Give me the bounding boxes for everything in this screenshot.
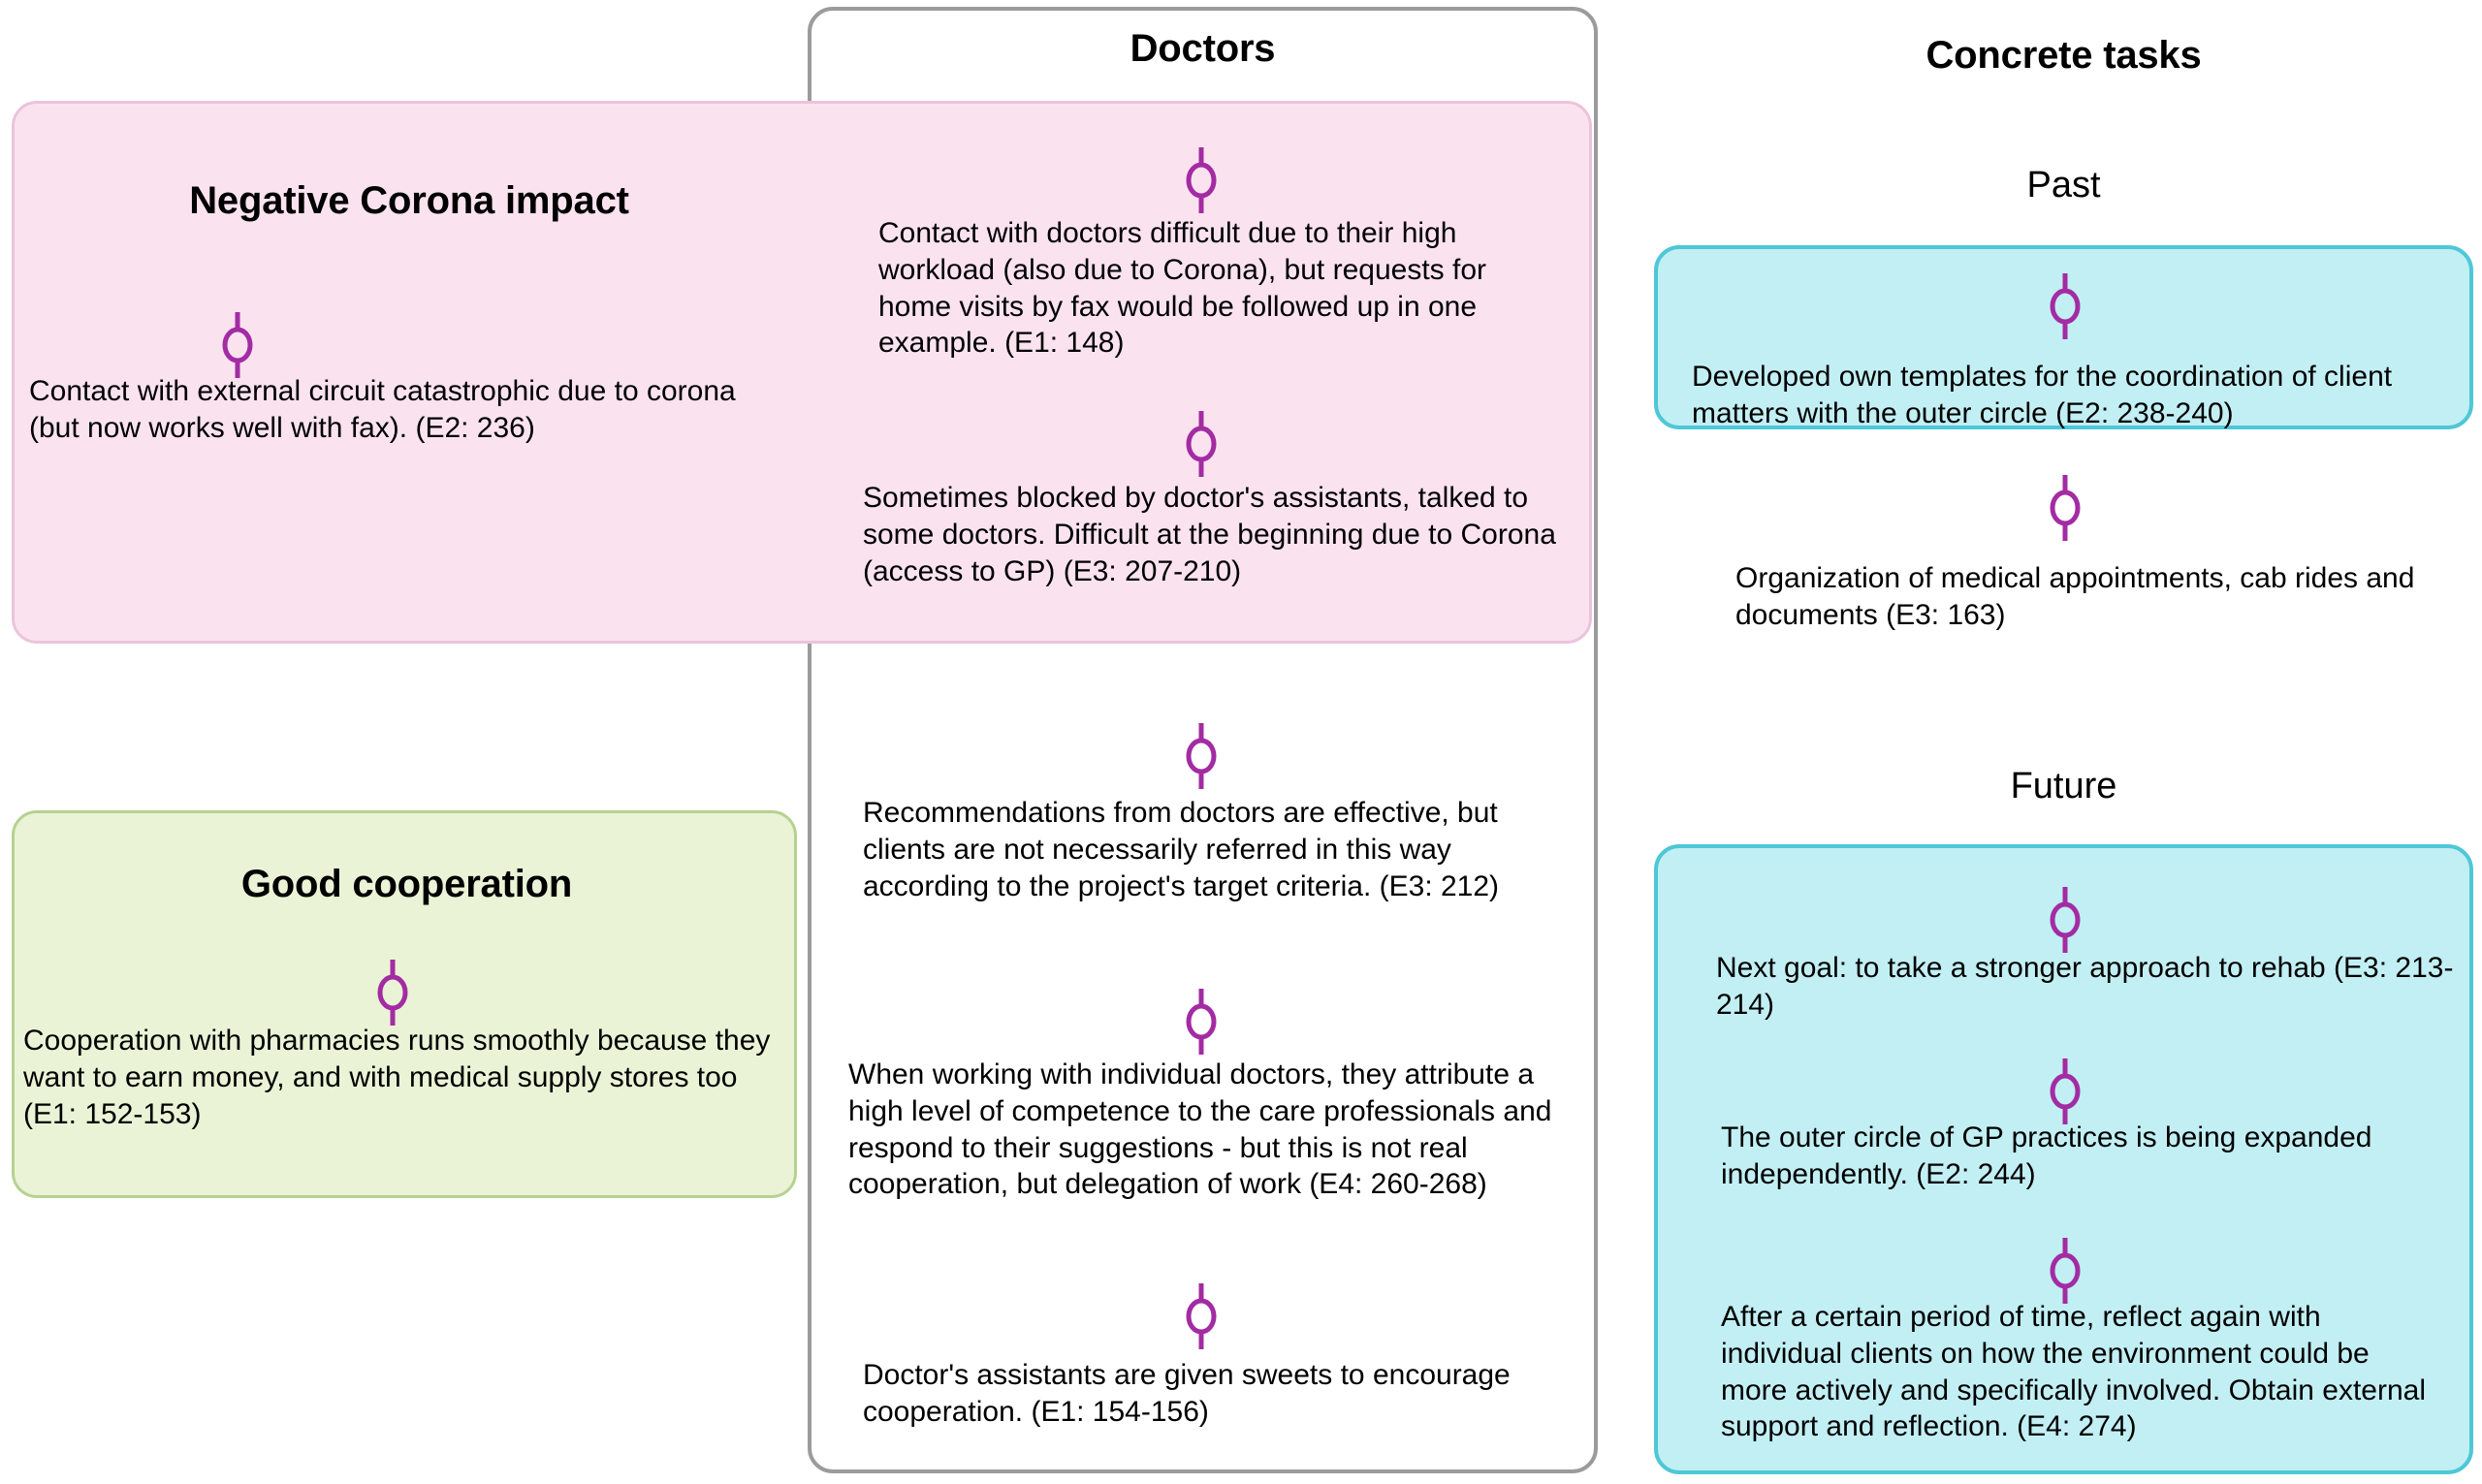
statement-text: Next goal: to take a stronger approach t… [1716,952,2454,1021]
negative-corona-panel [12,101,1592,644]
good-cooperation-title: Good cooperation [240,863,573,905]
statement-text: Contact with external circuit catastroph… [29,375,736,444]
node-marker-icon [2049,473,2082,543]
doctors-panel-title: Doctors [1130,27,1276,70]
statement-text: Cooperation with pharmacies runs smoothl… [23,1025,771,1130]
statement-text: Recommendations from doctors are effecti… [863,797,1500,902]
statement-text: Developed own templates for the coordina… [1692,361,2393,429]
section-label-future: Future [2010,766,2117,806]
statement-text: Sometimes blocked by doctor's assistants… [863,482,1556,587]
statement-text: Doctor's assistants are given sweets to … [863,1359,1511,1428]
concrete-tasks-title: Concrete tasks [1925,34,2202,77]
statement-text: Organization of medical appointments, ca… [1735,562,2415,631]
statement-text: Contact with doctors difficult due to th… [878,217,1486,360]
negative-corona-title: Negative Corona impact [189,179,629,222]
statement-text: After a certain period of time, reflect … [1721,1301,2427,1443]
section-label-past: Past [2026,165,2101,205]
statement-text: The outer circle of GP practices is bein… [1721,1121,2372,1190]
statement-text: When working with individual doctors, th… [848,1058,1552,1201]
